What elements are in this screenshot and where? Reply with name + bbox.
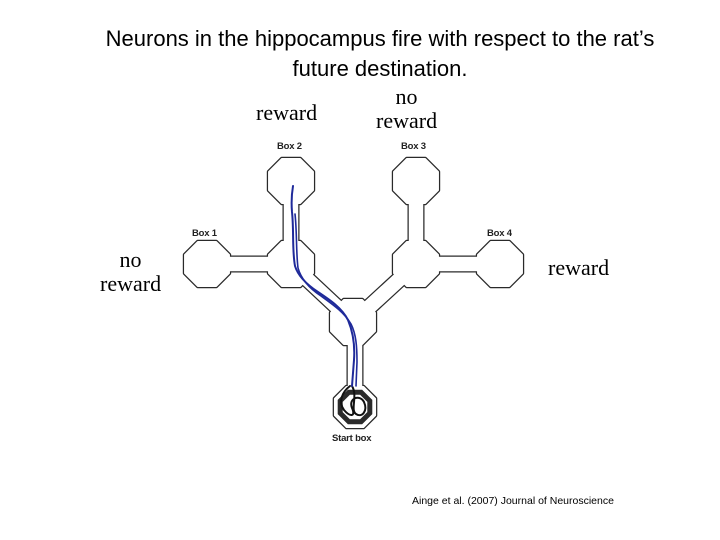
box3-label: Box 3 — [401, 141, 426, 152]
left-junction — [268, 241, 314, 287]
trajectory-to-box2-return — [294, 213, 358, 387]
start-box-label: Start box — [332, 433, 372, 444]
box1-outcome-line-1: no — [119, 247, 142, 272]
box2-label: Box 2 — [277, 141, 302, 152]
citation: Ainge et al. (2007) Journal of Neuroscie… — [412, 495, 614, 507]
box2-chamber — [268, 158, 314, 204]
box1-outcome-line-2: reward — [100, 271, 162, 296]
box3-chamber — [393, 158, 439, 204]
box3-outcome-line-2: reward — [376, 108, 438, 133]
title-line-1: Neurons in the hippocampus fire with res… — [105, 26, 655, 51]
box4-outcome-line-1: reward — [548, 255, 610, 280]
box1-chamber — [184, 241, 230, 287]
box2-outcome-label: reward — [256, 101, 317, 125]
box4-label: Box 4 — [487, 228, 512, 239]
box3-outcome-label: no reward — [376, 85, 437, 133]
right-junction — [393, 241, 439, 287]
box1-label: Box 1 — [192, 228, 217, 239]
box1-outcome-label: no reward — [100, 248, 161, 296]
box4-chamber — [477, 241, 523, 287]
box2-outcome-line-1: reward — [256, 100, 318, 125]
start-box-trajectory — [340, 385, 367, 417]
box4-outcome-label: reward — [548, 256, 609, 280]
box3-outcome-line-1: no — [395, 84, 418, 109]
title-line-2: future destination. — [292, 56, 468, 81]
slide-title: Neurons in the hippocampus fire with res… — [60, 24, 700, 84]
